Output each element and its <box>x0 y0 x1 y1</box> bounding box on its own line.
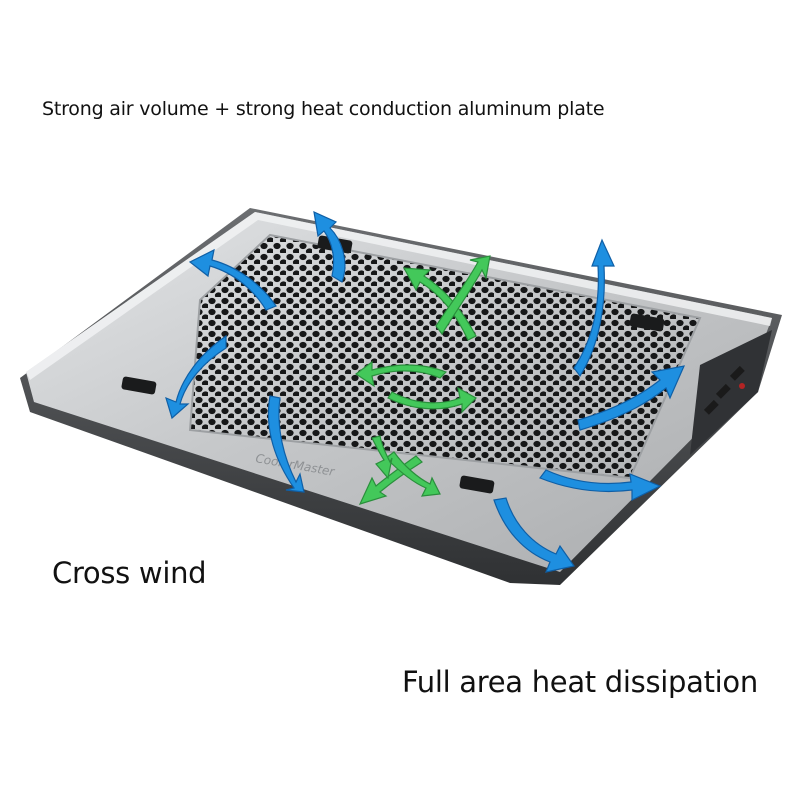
ventilation-mesh <box>190 235 700 478</box>
headline-caption: Strong air volume + strong heat conducti… <box>42 98 605 120</box>
arrow-up-curved-icon <box>165 334 227 420</box>
arrow-up-curved-icon <box>539 469 662 501</box>
outflow-arrows <box>165 210 686 573</box>
arrow-up-curved-icon <box>267 395 305 493</box>
rubber-pad <box>121 376 157 395</box>
arrow-up-curved-icon <box>577 365 686 431</box>
circulation-arrows <box>354 255 491 505</box>
full-area-caption: Full area heat dissipation <box>402 665 758 699</box>
arrow-rotate-icon <box>387 386 477 414</box>
rubber-pad <box>459 475 495 494</box>
arrow-rotate-icon <box>435 255 491 336</box>
arrow-up-curved-icon <box>313 210 346 283</box>
arrow-rotate-icon <box>371 435 393 480</box>
arrow-up-curved-icon <box>573 238 615 378</box>
usb-port-2 <box>715 383 731 399</box>
usb-port-1 <box>729 365 745 381</box>
arrow-up-curved-icon <box>188 248 277 311</box>
arrow-up-curved-icon <box>493 497 576 573</box>
rubber-pad <box>629 313 665 332</box>
arrow-rotate-icon <box>354 360 448 388</box>
plate-bevel <box>26 212 772 380</box>
usb-port-3 <box>703 399 719 415</box>
cross-wind-caption: Cross wind <box>52 556 207 590</box>
side-port-panel <box>690 330 772 455</box>
arrow-rotate-icon <box>385 451 441 497</box>
power-led <box>739 383 745 389</box>
